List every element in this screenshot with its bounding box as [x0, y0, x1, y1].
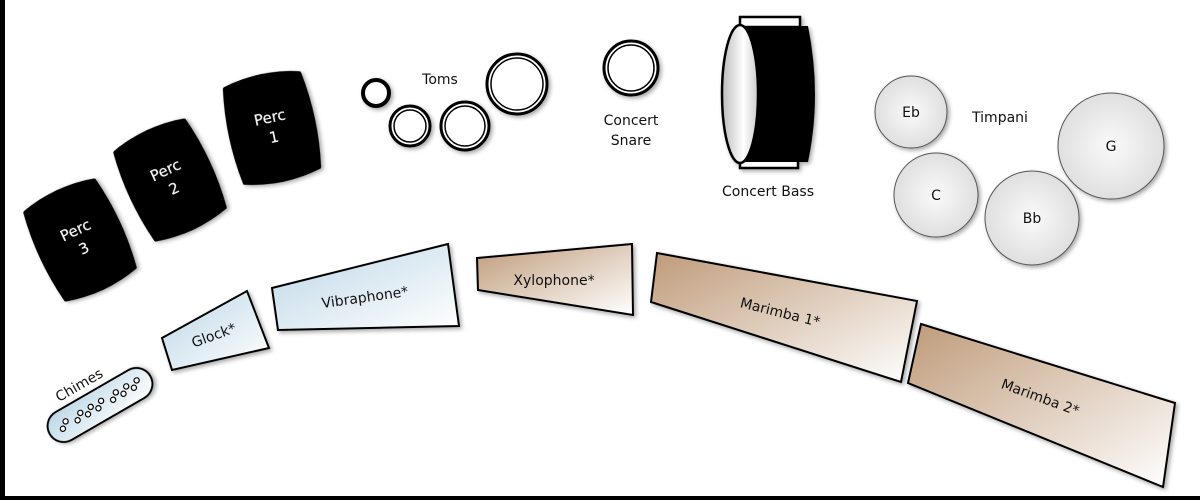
timpani [874, 75, 1165, 266]
timpani-bb-label: Bb [1023, 211, 1042, 227]
tom-4-rim [490, 57, 544, 111]
vibraphone [270, 242, 461, 332]
snare-label-line1: Concert [604, 113, 659, 129]
marimba-1 [649, 251, 919, 384]
xylophone-label: Xylophone* [513, 273, 594, 289]
glockenspiel [160, 289, 271, 372]
perc-1: Perc 1 [222, 70, 322, 186]
tom-3-rim [444, 105, 486, 147]
concert-bass-drum [720, 15, 815, 170]
timpani-g [1057, 92, 1165, 200]
tom-2-rim [393, 109, 427, 143]
timpani-label: Timpani [971, 110, 1028, 126]
chime-tubes [59, 377, 140, 432]
xylophone [475, 242, 635, 317]
timpani-eb [874, 75, 948, 149]
timpani-eb-label: Eb [902, 105, 920, 121]
toms-label: Toms [421, 72, 458, 88]
bottom-border [0, 496, 1200, 500]
chimes: Chimes [46, 366, 154, 443]
timpani-c [893, 152, 979, 238]
tom-1 [361, 78, 391, 108]
snare-label-line2: Snare [611, 133, 651, 149]
perc-2: Perc 2 [113, 118, 227, 242]
timpani-bb [984, 170, 1080, 266]
timpani-c-label: C [931, 188, 941, 204]
concert-snare [602, 39, 660, 97]
perc-3: Perc 3 [23, 178, 137, 302]
timpani-g-label: G [1106, 139, 1117, 155]
perc-1-number: 1 [267, 127, 280, 147]
marimba-2 [906, 322, 1177, 489]
toms [361, 52, 549, 152]
left-border [0, 0, 5, 500]
bass-label: Concert Bass [722, 184, 814, 200]
